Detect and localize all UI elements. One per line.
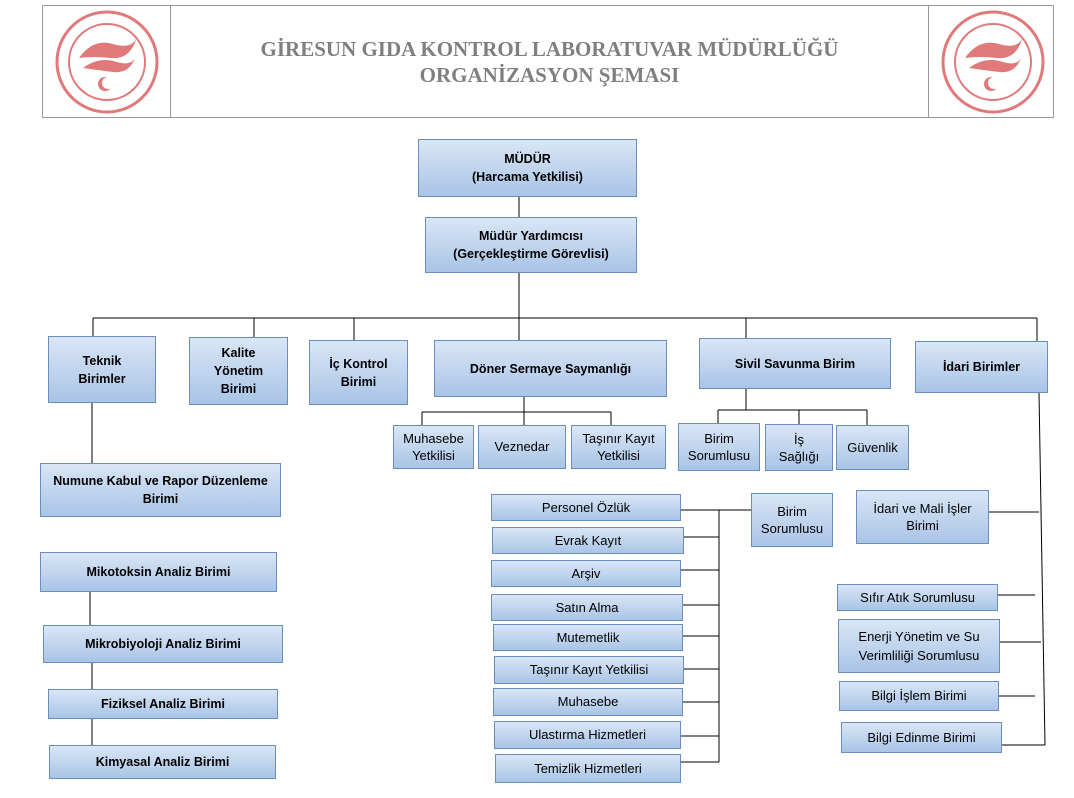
node-label: Sağlığı — [778, 448, 820, 464]
node-birim-sorumlusu-sivil[interactable]: Birim Sorumlusu — [678, 423, 760, 471]
node-birim-sorumlusu-idari[interactable]: Birim Sorumlusu — [751, 493, 833, 547]
node-label: Mikotoksin Analiz Birimi — [86, 565, 231, 579]
node-label: Sorumlusu — [760, 521, 824, 536]
node-label: Temizlik Hizmetleri — [534, 760, 642, 776]
node-kalite-yonetim[interactable]: Kalite Yönetim Birimi — [189, 337, 288, 405]
node-idari-birimler[interactable]: İdari Birimler — [915, 341, 1048, 393]
node-label: İç Kontrol — [329, 356, 388, 371]
node-temizlik[interactable]: Temizlik Hizmetleri — [495, 754, 681, 783]
node-label: Birim — [777, 504, 807, 519]
node-mudur-yardimcisi[interactable]: Müdür Yardımcısı (Gerçekleştirme Görevli… — [425, 217, 637, 273]
node-label: Birimi — [340, 374, 377, 389]
node-label: Birimi — [906, 518, 939, 533]
node-numune-kabul[interactable]: Numune Kabul ve Rapor Düzenleme Birimi — [40, 463, 281, 517]
node-sivil-savunma[interactable]: Sivil Savunma Birim — [699, 338, 891, 389]
node-tasinir-kayit-yetkilisi[interactable]: Taşınır Kayıt Yetkilisi — [571, 425, 666, 469]
node-satin-alma[interactable]: Satın Alma — [491, 594, 683, 621]
node-bilgi-edinme[interactable]: Bilgi Edinme Birimi — [841, 722, 1002, 753]
node-label: Fiziksel Analiz Birimi — [101, 697, 225, 711]
node-label: Personel Özlük — [541, 499, 631, 515]
title-line-1: GİRESUN GIDA KONTROL LABORATUVAR MÜDÜRLÜ… — [260, 36, 839, 61]
node-label: Mutemetlik — [556, 629, 620, 645]
node-label: Numune Kabul ve Rapor Düzenleme — [53, 474, 268, 488]
node-arsiv[interactable]: Arşiv — [491, 560, 681, 587]
node-label: (Gerçekleştirme Görevlisi) — [453, 247, 609, 261]
node-tasinir-kayit-2[interactable]: Taşınır Kayıt Yetkilisi — [494, 656, 684, 684]
node-guvenlik[interactable]: Güvenlik — [836, 425, 909, 470]
node-label: Birimler — [78, 371, 126, 386]
node-label: Teknik — [82, 353, 122, 368]
node-label: Yetkilisi — [412, 448, 455, 463]
node-label: Mikrobiyoloji Analiz Birimi — [85, 637, 241, 651]
node-teknik-birimler[interactable]: Teknik Birimler — [48, 336, 156, 403]
ministry-seal-icon — [55, 10, 158, 113]
node-label: Bilgi İşlem Birimi — [871, 688, 967, 703]
node-veznedar[interactable]: Veznedar — [478, 425, 566, 469]
node-label: Verimliliği Sorumlusu — [858, 648, 980, 663]
node-label: Döner Sermaye Saymanlığı — [469, 361, 632, 376]
logo-left — [43, 6, 171, 117]
node-label: Sivil Savunma Birim — [734, 356, 856, 371]
node-label: Evrak Kayıt — [554, 532, 622, 548]
node-enerji-yonetim[interactable]: Enerji Yönetim ve Su Verimliliği Sorumlu… — [838, 619, 1000, 673]
node-mutemetlik[interactable]: Mutemetlik — [493, 624, 683, 651]
node-mikotoksin[interactable]: Mikotoksin Analiz Birimi — [40, 552, 277, 592]
node-label: Taşınır Kayıt — [582, 431, 655, 446]
node-label: Birim — [704, 431, 734, 446]
node-label: Muhasebe — [557, 694, 619, 709]
node-mudur[interactable]: MÜDÜR (Harcama Yetkilisi) — [418, 139, 637, 197]
node-label: Arşiv — [571, 565, 601, 581]
node-label: MÜDÜR — [504, 152, 551, 166]
node-label: Veznedar — [494, 439, 550, 454]
ministry-seal-icon — [941, 10, 1044, 113]
node-label: Güvenlik — [847, 439, 898, 455]
node-ic-kontrol[interactable]: İç Kontrol Birimi — [309, 340, 408, 405]
node-label: Kimyasal Analiz Birimi — [95, 755, 230, 769]
node-bilgi-islem[interactable]: Bilgi İşlem Birimi — [839, 681, 999, 711]
node-kimyasal[interactable]: Kimyasal Analiz Birimi — [49, 745, 276, 779]
node-label: Muhasebe — [403, 431, 464, 446]
node-doner-sermaye[interactable]: Döner Sermaye Saymanlığı — [434, 340, 667, 397]
node-fiziksel[interactable]: Fiziksel Analiz Birimi — [48, 689, 278, 719]
node-label: İdari Birimler — [942, 360, 1021, 374]
node-label: Sıfır Atık Sorumlusu — [860, 589, 975, 605]
node-label: Birimi — [220, 382, 257, 396]
node-label: İdari ve Mali İşler — [873, 501, 972, 516]
node-label: Yönetim — [213, 364, 264, 378]
node-label: İş — [793, 431, 805, 447]
node-evrak-kayit[interactable]: Evrak Kayıt — [492, 527, 684, 554]
node-label: Satın Alma — [555, 599, 619, 615]
node-personel-ozluk[interactable]: Personel Özlük — [491, 494, 681, 521]
node-label: Müdür Yardımcısı — [479, 229, 583, 243]
node-muhasebe-yetkilisi[interactable]: Muhasebe Yetkilisi — [393, 425, 474, 469]
header: GİRESUN GIDA KONTROL LABORATUVAR MÜDÜRLÜ… — [42, 5, 1054, 118]
node-mikrobiyoloji[interactable]: Mikrobiyoloji Analiz Birimi — [43, 625, 283, 663]
node-ulastirma[interactable]: Ulastırma Hizmetleri — [494, 721, 681, 749]
node-idari-mali-isler[interactable]: İdari ve Mali İşler Birimi — [856, 490, 989, 544]
node-label: Enerji Yönetim ve Su — [858, 629, 980, 644]
node-label: Bilgi Edinme Birimi — [867, 729, 976, 745]
page-title: GİRESUN GIDA KONTROL LABORATUVAR MÜDÜRLÜ… — [171, 6, 928, 117]
title-line-2: ORGANİZASYON ŞEMASI — [419, 62, 680, 87]
node-label: (Harcama Yetkilisi) — [472, 170, 583, 184]
node-label: Sorumlusu — [687, 448, 751, 463]
logo-right — [928, 6, 1056, 117]
node-label: Birimi — [142, 492, 179, 506]
node-muhasebe-2[interactable]: Muhasebe — [493, 688, 683, 716]
node-is-sagligi[interactable]: İş Sağlığı — [765, 424, 833, 471]
node-label: Kalite — [221, 346, 256, 360]
node-label: Yetkilisi — [597, 448, 640, 463]
node-sifir-atik[interactable]: Sıfır Atık Sorumlusu — [837, 584, 998, 611]
node-label: Ulastırma Hizmetleri — [528, 727, 646, 742]
node-label: Taşınır Kayıt Yetkilisi — [529, 662, 649, 677]
